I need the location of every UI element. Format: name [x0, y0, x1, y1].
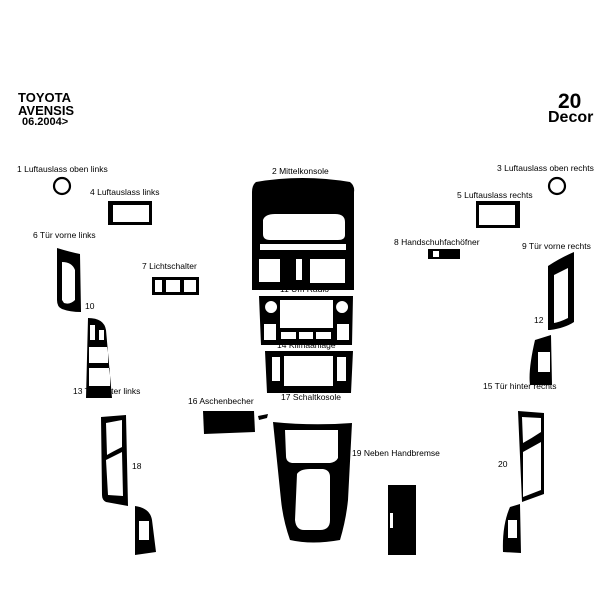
label-part-6: 6 Tür vorne links — [33, 230, 96, 240]
label-part-4: 4 Luftauslass links — [90, 187, 160, 197]
part-3-vent-ring — [547, 176, 567, 196]
piece-count: 20 — [558, 90, 582, 113]
part-20-rear-switch-right — [502, 504, 521, 553]
kit-type: Decor — [548, 109, 594, 126]
model-title: AVENSIS — [18, 103, 75, 118]
label-part-19: 19 Neben Handbremse — [352, 448, 440, 458]
part-18-rear-switch-left — [135, 506, 156, 555]
part-19-handbrake-side — [388, 485, 416, 555]
part-12-window-switch-right — [529, 335, 552, 385]
label-part-1: 1 Luftauslass oben links — [17, 164, 108, 174]
part-4-vent-frame — [108, 201, 152, 225]
model-date: 06.2004> — [22, 116, 69, 128]
brand-title: TOYOTA — [18, 90, 71, 105]
part-8-glovebox-opener — [428, 249, 460, 259]
label-part-11: 11 Um Radio — [280, 284, 329, 294]
part-14-climate-panel — [265, 351, 353, 393]
part-1-vent-ring — [52, 176, 72, 196]
part-6-front-door-left — [57, 248, 81, 312]
part-15-rear-door-right — [518, 411, 544, 502]
label-part-18: 18 — [132, 461, 142, 471]
label-part-8: 8 Handschuhfachöfner — [394, 237, 480, 247]
part-7-light-switch — [152, 277, 199, 295]
part-16-ashtray — [203, 411, 255, 434]
label-part-7: 7 Lichtschalter — [142, 261, 197, 271]
label-part-16: 16 Aschenbecher — [188, 396, 254, 406]
part-2-center-console — [252, 178, 355, 290]
label-part-13: 13 Tür hinter links — [73, 386, 141, 396]
label-part-2: 2 Mittelkonsole — [272, 166, 329, 176]
part-10-window-switch-left — [86, 318, 112, 398]
part-5-vent-frame — [476, 201, 520, 228]
label-part-9: 9 Tür vorne rechts — [522, 241, 591, 251]
part-13-rear-door-left — [101, 415, 128, 506]
label-part-14: 14 Klimaanlage — [277, 340, 336, 350]
label-part-20: 20 — [498, 459, 508, 469]
label-part-17: 17 Schaltkosole — [281, 392, 342, 402]
label-part-10: 10 — [85, 301, 95, 311]
part-11-radio-surround — [259, 296, 353, 345]
label-part-5: 5 Luftauslass rechts — [457, 190, 533, 200]
label-part-12: 12 — [534, 315, 544, 325]
label-part-3: 3 Luftauslass oben rechts — [497, 163, 594, 173]
part-9-front-door-right — [548, 252, 574, 330]
label-part-15: 15 Tür hinter rechts — [483, 381, 557, 391]
part-16-ashtray-clip — [258, 414, 268, 420]
part-17-shift-console — [273, 422, 352, 543]
